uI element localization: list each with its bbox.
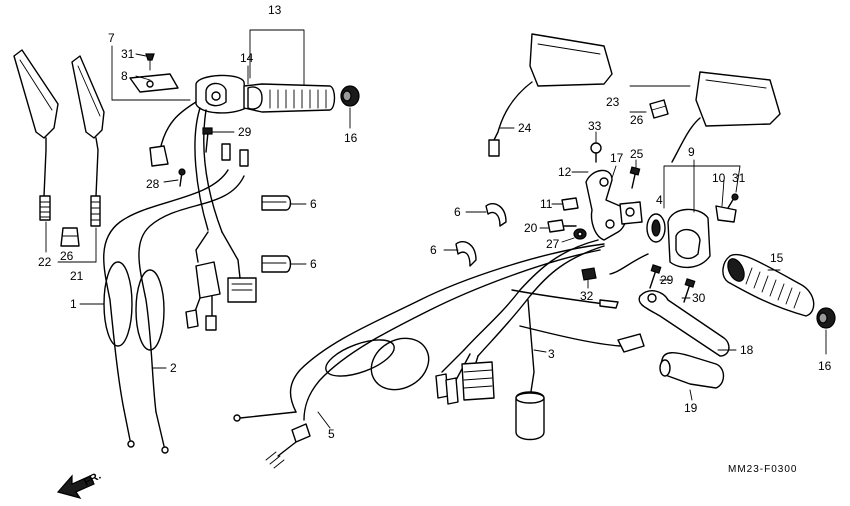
callout-28: 28 [146, 177, 160, 191]
lever-cover-19[interactable] [659, 352, 725, 389]
callout-4: 4 [656, 193, 663, 207]
mirror-cap-26-right[interactable] [649, 99, 669, 119]
leader-lines [45, 29, 827, 429]
grip-end-16-right[interactable] [816, 307, 836, 329]
callout-31-right: 31 [732, 171, 746, 185]
callout-26-right: 26 [630, 113, 644, 127]
callout-23: 23 [606, 95, 620, 109]
callout-21: 21 [70, 269, 84, 283]
callout-24: 24 [518, 121, 532, 135]
front-direction-arrow: FR. [56, 470, 103, 500]
callouts: 7 31 8 13 14 16 29 28 6 6 22 26 21 1 2 2… [38, 3, 832, 441]
callout-9: 9 [688, 145, 695, 159]
diagram-code: MM23-F0300 [728, 464, 797, 475]
callout-12: 12 [558, 165, 572, 179]
callout-19: 19 [684, 401, 698, 415]
callout-18: 18 [740, 343, 754, 357]
left-switch-housing[interactable] [195, 74, 247, 114]
master-cylinder-17[interactable] [619, 201, 643, 225]
callout-20: 20 [524, 221, 538, 235]
callout-7: 7 [108, 31, 115, 45]
left-grip-13[interactable] [243, 83, 336, 113]
callout-26-left: 26 [60, 249, 74, 263]
callout-6-c: 6 [454, 205, 461, 219]
bolt-32[interactable] [581, 267, 597, 281]
throttle-cable-2[interactable] [135, 175, 245, 454]
clamp-6-upper-left[interactable] [261, 195, 292, 211]
clutch-cable-5[interactable] [233, 243, 605, 469]
direction-label: FR. [82, 470, 103, 489]
callout-6-b: 6 [310, 257, 317, 271]
left-switch-wiring[interactable] [149, 101, 257, 331]
callout-27: 27 [546, 237, 560, 251]
callout-15: 15 [770, 251, 784, 265]
screw-30[interactable] [683, 278, 696, 303]
callout-30: 30 [692, 291, 706, 305]
right-mirror-23[interactable] [671, 71, 781, 163]
left-mirror-inner[interactable] [71, 55, 105, 227]
brake-lever-18[interactable] [638, 290, 730, 357]
callout-10: 10 [712, 171, 726, 185]
switch-11[interactable] [561, 197, 579, 211]
bolt-33[interactable] [590, 142, 602, 163]
screw-28[interactable] [178, 168, 186, 187]
callout-2: 2 [170, 361, 177, 375]
right-switch-housing-9[interactable] [667, 208, 711, 269]
callout-22: 22 [38, 255, 52, 269]
cable-adjuster-left[interactable] [221, 143, 249, 167]
callout-6-a: 6 [310, 197, 317, 211]
screw-29-right[interactable] [649, 264, 662, 289]
callout-17: 17 [610, 151, 624, 165]
callout-14: 14 [240, 51, 254, 65]
callout-3: 3 [548, 347, 555, 361]
grip-end-16-left[interactable] [340, 85, 360, 107]
cable-throttle-right[interactable] [511, 289, 645, 353]
callout-5: 5 [328, 427, 335, 441]
wire-harness-3[interactable] [435, 239, 649, 441]
mirror-cap-26-left[interactable] [60, 227, 80, 247]
screw-31-right[interactable] [727, 193, 739, 209]
screw-25[interactable] [629, 166, 641, 189]
callout-8: 8 [121, 69, 128, 83]
callout-29-right: 29 [660, 273, 674, 287]
right-mirror-24[interactable] [488, 33, 613, 157]
clamp-6-lower-right[interactable] [455, 241, 477, 267]
callout-6-d: 6 [430, 243, 437, 257]
callout-16-right: 16 [818, 359, 832, 373]
callout-16-left: 16 [344, 131, 358, 145]
throttle-cable-1[interactable] [103, 169, 229, 448]
bracket-8[interactable] [129, 53, 179, 93]
callout-11: 11 [540, 197, 553, 211]
left-mirror-outer[interactable] [13, 49, 59, 221]
callout-25: 25 [630, 147, 644, 161]
bracket-10[interactable] [715, 205, 737, 223]
clamp-6-lower-left[interactable] [261, 255, 292, 273]
right-grip-15[interactable] [722, 253, 815, 317]
callout-32: 32 [580, 289, 594, 303]
callout-29-left: 29 [238, 125, 252, 139]
callout-13: 13 [268, 3, 282, 17]
callout-33: 33 [588, 119, 602, 133]
switch-collar-4[interactable] [646, 213, 666, 243]
clamp-6-upper-right[interactable] [485, 203, 507, 227]
screw-29-left[interactable] [202, 127, 213, 153]
washer-27[interactable] [573, 228, 587, 240]
callout-31-left: 31 [121, 47, 135, 61]
screw-20[interactable] [547, 219, 577, 233]
callout-1: 1 [70, 297, 77, 311]
